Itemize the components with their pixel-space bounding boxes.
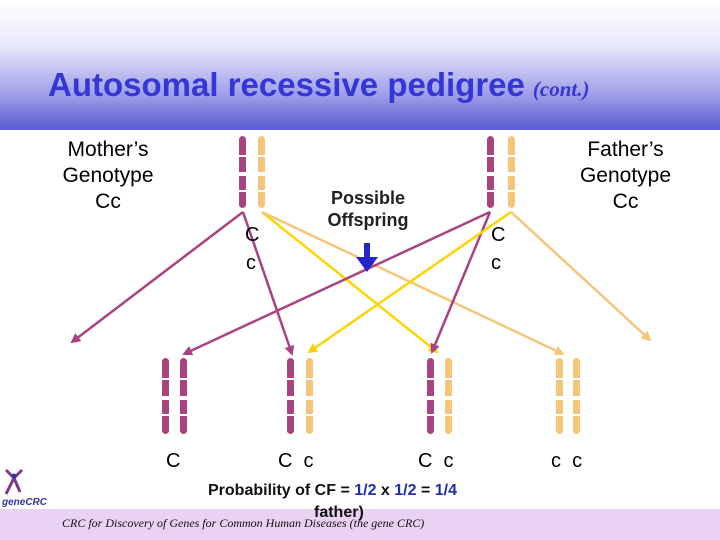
probability-half-2: 1/2: [394, 482, 417, 499]
arrow-father-C-to-offspring-3: [430, 211, 492, 354]
mother-allele-big-c: C: [245, 224, 260, 246]
arrow-father-c-to-offspring-4: [510, 211, 652, 342]
mother-genotype-label: Mother’s Genotype Cc: [48, 137, 168, 215]
offspring-2-genotype: C c: [278, 450, 314, 472]
possible-offspring-line1: Possible: [330, 188, 406, 208]
page-title: Autosomal recessive pedigree (cont.): [48, 66, 589, 104]
probability-half-1: 1/2: [354, 482, 377, 499]
maternal-chromosome-big-c: [239, 136, 246, 208]
mother-chromosomes: [239, 136, 265, 208]
father-label-line2: Genotype: [579, 164, 672, 187]
title-main: Autosomal recessive pedigree: [48, 66, 525, 103]
father-genotype-label: Father’s Genotype Cc: [563, 137, 688, 215]
probability-statement: Probability of CF = 1/2 x 1/2 = 1/4: [208, 482, 457, 500]
down-arrow-icon: [356, 243, 378, 272]
arrow-father-C-to-offspring-1: [182, 210, 491, 356]
offspring-1-genotype: C: [166, 450, 181, 472]
offspring-2-chromosomes: [287, 358, 313, 434]
arrow-mother-C-to-offspring-2: [241, 211, 295, 356]
father-allele-big-c: C: [491, 224, 506, 246]
maternal-chromosome-small-c: [258, 136, 265, 208]
father-label-line1: Father’s: [587, 138, 664, 161]
offspring-1-chromosomes: [162, 358, 187, 434]
father-allele-small-c: c: [491, 252, 501, 274]
mother-label-line3: Cc: [95, 190, 121, 213]
mother-label-line2: Genotype: [62, 164, 154, 187]
gene-crc-logo-text: geneCRC: [2, 497, 48, 508]
probability-line2: father): [314, 504, 364, 521]
title-banner: [0, 0, 720, 130]
possible-offspring-line2: Offspring: [327, 210, 409, 230]
offspring-4-chromosomes: [556, 358, 580, 434]
paternal-chromosome-big-c: [487, 136, 494, 208]
footer-credit: CRC for Discovery of Genes for Common Hu…: [62, 516, 425, 530]
offspring-4-genotype: c c: [551, 450, 583, 472]
arrow-mother-c-to-offspring-4: [261, 210, 565, 356]
mother-allele-small-c: c: [246, 252, 256, 274]
mother-label-line1: Mother’s: [67, 138, 149, 161]
footer-bar: [0, 509, 720, 540]
father-label-line3: Cc: [612, 190, 639, 213]
arrow-mother-c-to-offspring-3: [261, 211, 439, 354]
offspring-3-chromosomes: [427, 358, 452, 434]
arrow-mother-C-to-offspring-1: [70, 211, 244, 344]
possible-offspring-label: Possible Offspring: [308, 187, 428, 231]
offspring-3-genotype: C c: [418, 450, 454, 472]
paternal-chromosome-small-c: [508, 136, 515, 208]
probability-result: 1/4: [434, 482, 458, 499]
inheritance-arrows: [70, 210, 652, 356]
probability-prefix: Probability of CF =: [208, 482, 355, 499]
title-cont: (cont.): [532, 77, 590, 101]
father-chromosomes: [487, 136, 515, 208]
gene-crc-logo: [4, 468, 24, 495]
probability-times: x: [376, 482, 395, 499]
arrow-father-c-to-offspring-2: [307, 210, 512, 354]
probability-equals: =: [416, 482, 435, 499]
